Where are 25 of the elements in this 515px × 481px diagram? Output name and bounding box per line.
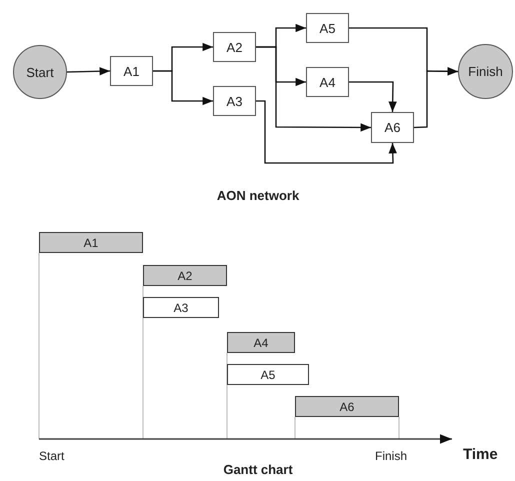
arrow xyxy=(414,67,458,128)
task-bar: A6 xyxy=(295,396,399,417)
task-bar: A4 xyxy=(227,332,295,353)
arrow xyxy=(256,100,397,164)
axis-label: Start xyxy=(39,449,64,463)
event-circle: Finish xyxy=(458,44,513,99)
arrow xyxy=(153,70,213,106)
event-circle: Start xyxy=(13,45,67,99)
task-bar: A5 xyxy=(227,364,309,385)
axis-label: Finish xyxy=(375,449,408,463)
activity-box: A3 xyxy=(213,86,256,116)
activity-box: A5 xyxy=(306,13,349,43)
activity-box: A1 xyxy=(110,56,153,86)
arrow xyxy=(256,46,371,132)
task-bar: A2 xyxy=(143,265,227,286)
activity-box: A6 xyxy=(371,112,414,143)
activity-box: A4 xyxy=(306,67,349,97)
task-bar: A3 xyxy=(143,297,219,318)
arrow xyxy=(349,81,397,112)
caption: AON network xyxy=(216,188,300,203)
task-bar: A1 xyxy=(39,232,143,253)
activity-box: A2 xyxy=(213,32,256,62)
arrow xyxy=(66,67,110,76)
caption: Time xyxy=(463,446,498,463)
caption: Gantt chart xyxy=(223,462,293,477)
